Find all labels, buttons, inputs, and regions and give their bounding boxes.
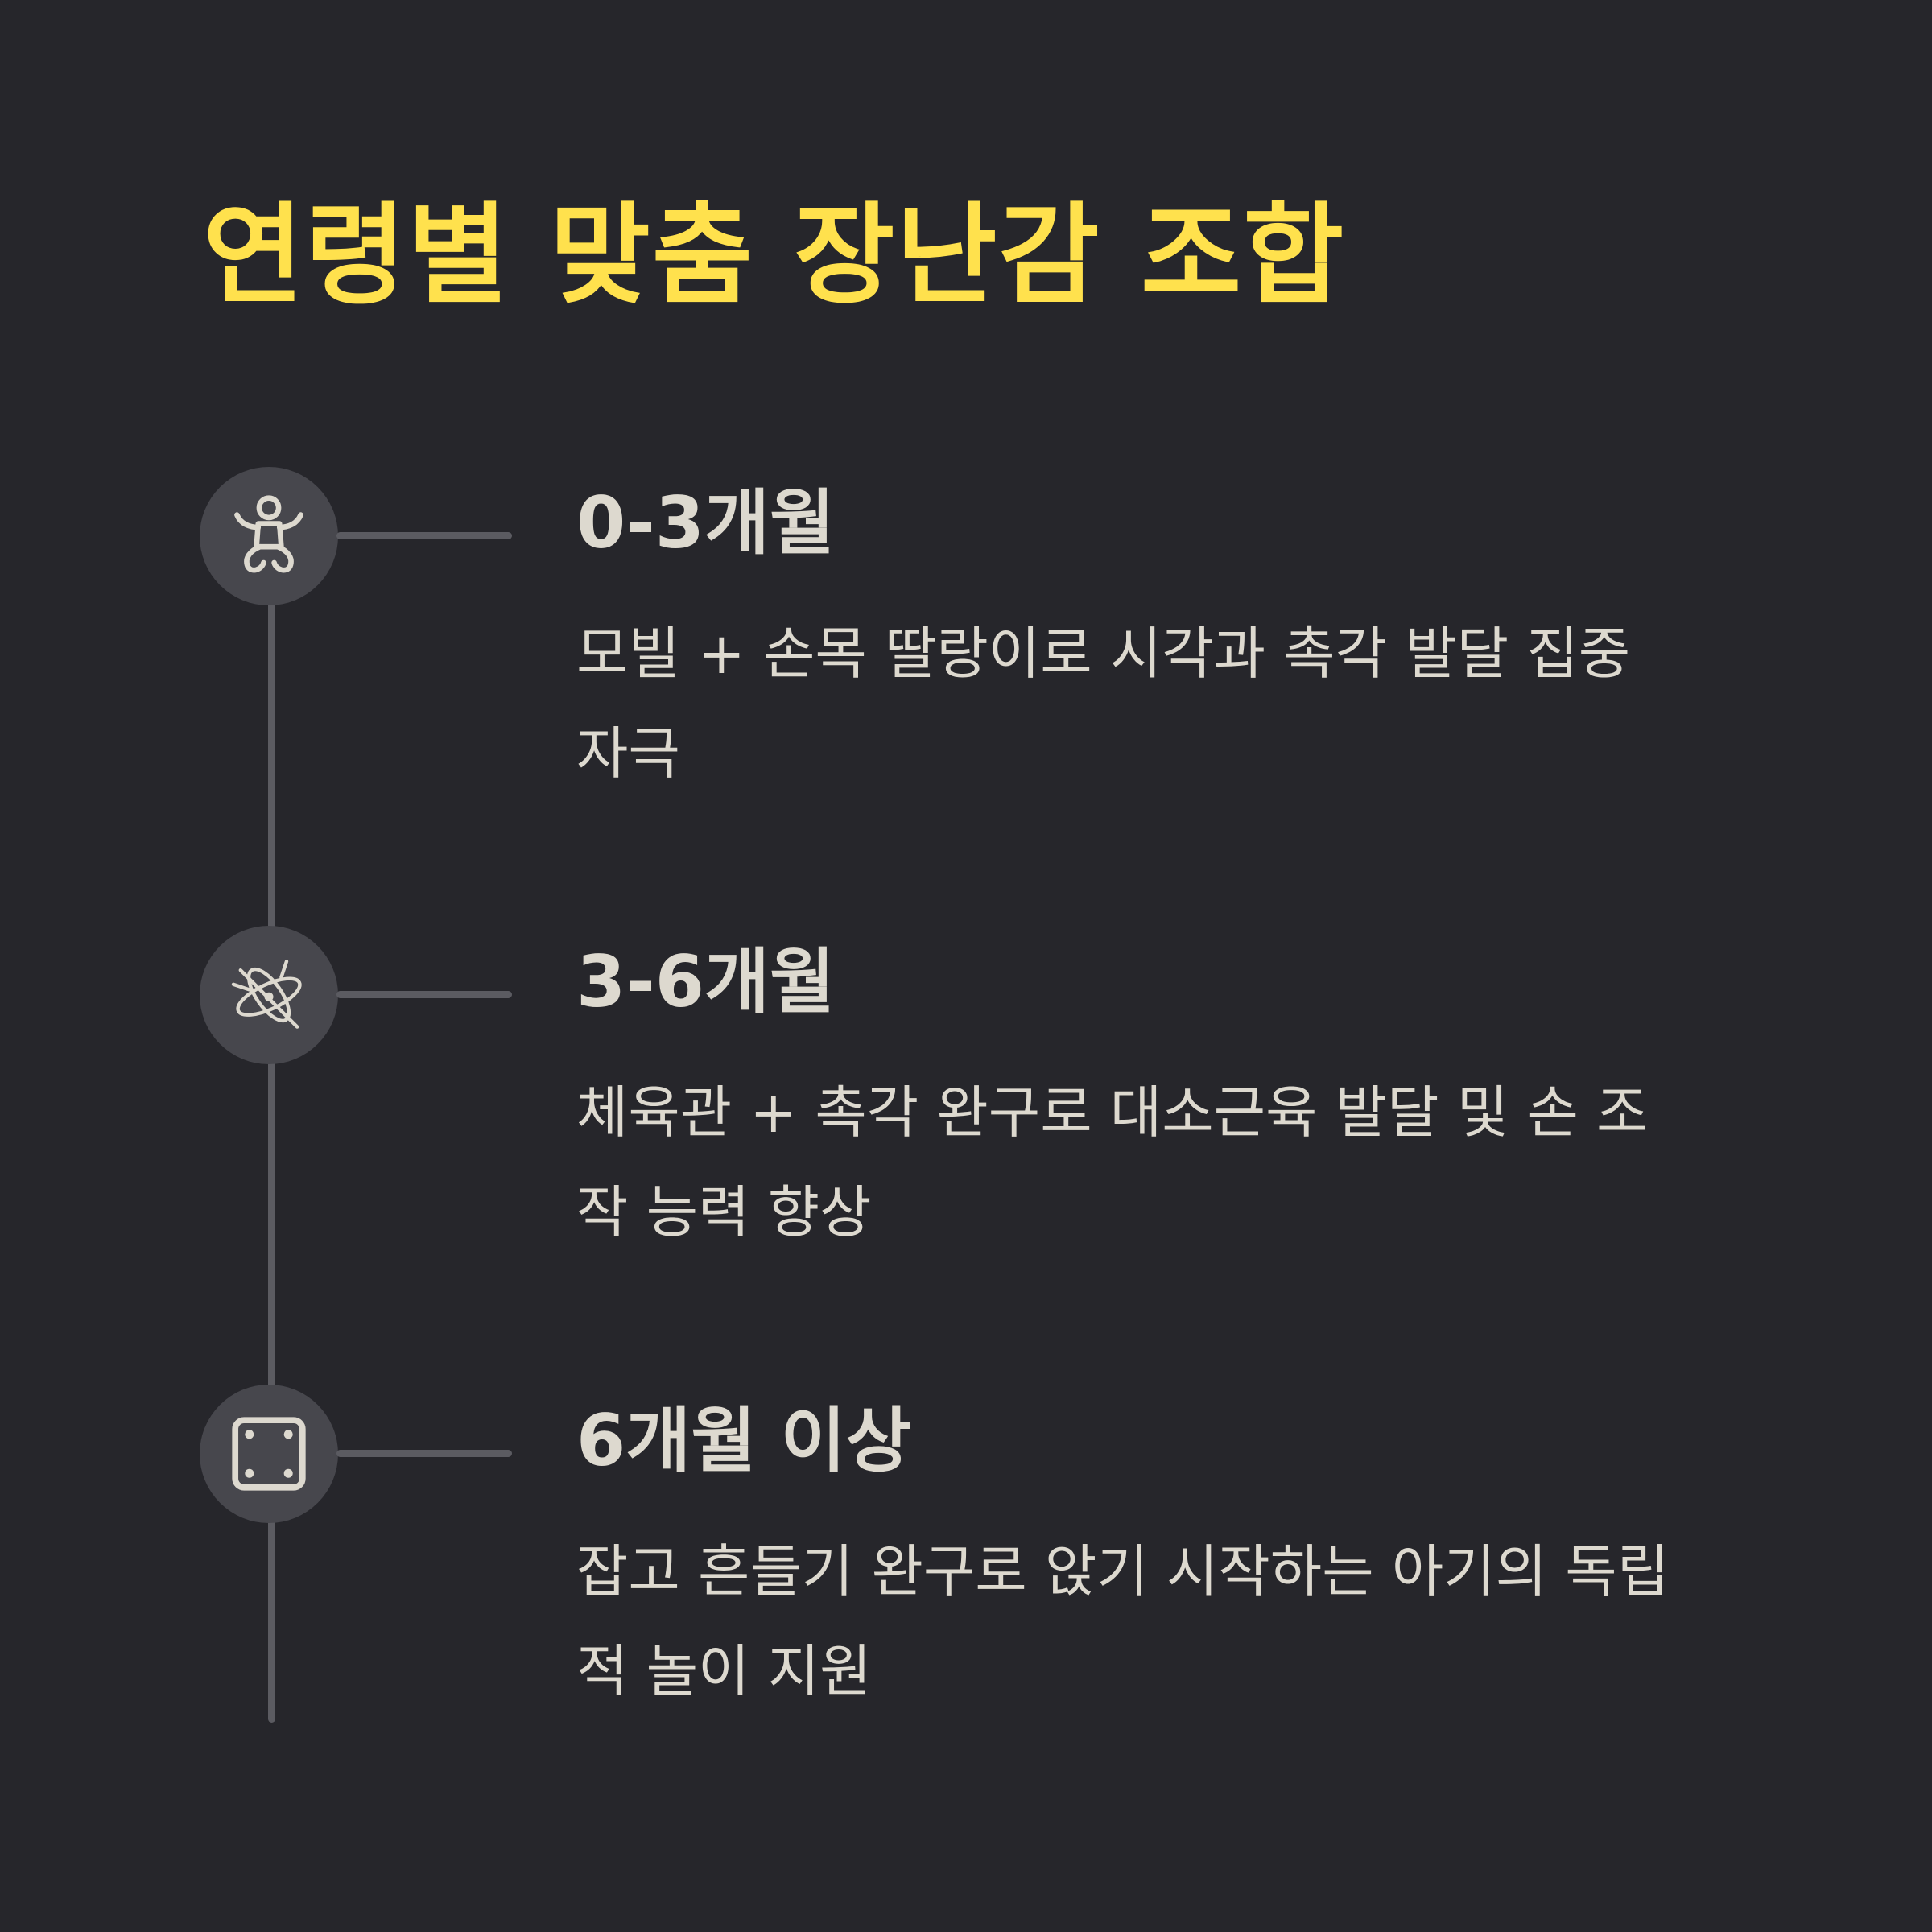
atom-orbit-icon (231, 960, 302, 1029)
baby-icon (234, 495, 303, 573)
step-title-6-months-plus: 6개월 이상 (576, 1399, 911, 1482)
timeline-node-2 (200, 926, 338, 1064)
square-frame-icon (232, 1417, 306, 1491)
connector-1 (336, 532, 512, 539)
step-title-0-3-months: 0-3개월 (576, 481, 835, 564)
timeline-node-3 (200, 1385, 338, 1523)
connector-3 (336, 1450, 512, 1457)
page-title: 연령별 맞춤 장난감 조합 (203, 192, 1346, 320)
step-description-0-3-months: 모빌 + 손목 딸랑이로 시각과 촉각 발달 집중 자극 (576, 621, 1631, 786)
timeline-node-1 (200, 467, 338, 605)
step-description-6-months-plus: 잡고 흔들기 완구로 앉기 시작하는 아기의 독립적 놀이 지원 (576, 1538, 1670, 1704)
timeline-line (268, 580, 275, 1723)
step-title-3-6-months: 3-6개월 (576, 940, 835, 1023)
connector-2 (336, 991, 512, 998)
step-description-3-6-months: 체육관 + 촉각 완구로 대소근육 발달 및 손 조작 능력 향상 (576, 1080, 1649, 1245)
